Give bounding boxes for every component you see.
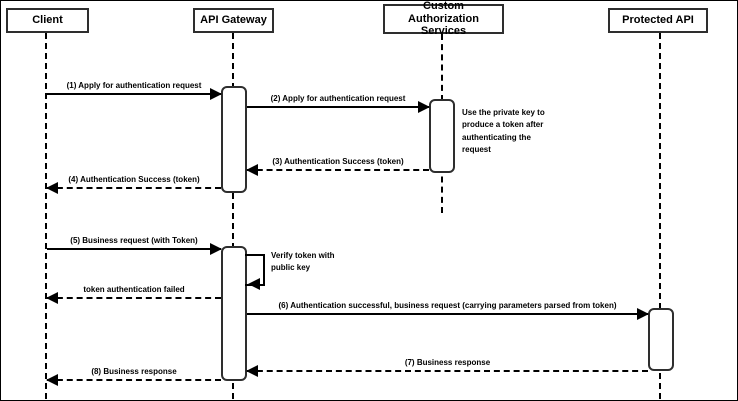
activation-protected-api <box>648 308 674 371</box>
arrowhead <box>246 365 258 377</box>
message-3-auth-success: (3) Authentication Success (token) <box>246 157 429 179</box>
arrowhead <box>637 308 649 320</box>
message-label: (3) Authentication Success (token) <box>272 157 404 166</box>
arrowhead <box>46 374 58 386</box>
arrowhead <box>418 101 430 113</box>
message-label: token authentication failed <box>83 285 185 294</box>
message-label: (2) Apply for authentication request <box>270 94 406 103</box>
lifeline-api-gateway <box>232 33 234 399</box>
message-line <box>247 106 429 108</box>
note-use-private-key: Use the private key to produce a token a… <box>462 108 545 155</box>
message-6-auth-successful-business-request: (6) Authentication successful, business … <box>247 301 649 323</box>
message-1-apply-auth: (1) Apply for authentication request <box>47 81 222 103</box>
actor-api-gateway: API Gateway <box>193 8 274 33</box>
message-label: (1) Apply for authentication request <box>66 81 202 90</box>
arrowhead <box>210 243 222 255</box>
message-line <box>247 169 429 171</box>
actor-client: Client <box>6 8 89 33</box>
message-label: (6) Authentication successful, business … <box>278 301 617 310</box>
actor-label: Protected API <box>622 14 694 27</box>
arrowhead <box>210 88 222 100</box>
message-line <box>47 187 221 189</box>
message-4-auth-success: (4) Authentication Success (token) <box>46 175 221 197</box>
message-label: (7) Business response <box>404 358 491 367</box>
arrowhead <box>248 278 260 290</box>
message-2-apply-auth: (2) Apply for authentication request <box>247 94 430 116</box>
arrowhead <box>46 292 58 304</box>
actor-label: Custom Authorization Services <box>408 0 479 38</box>
message-8-business-response: (8) Business response <box>46 367 221 389</box>
actor-label: API Gateway <box>200 14 267 27</box>
message-label: (5) Business request (with Token) <box>70 236 198 245</box>
activation-api-gateway-business <box>221 246 247 381</box>
activation-custom-authorization-services <box>429 99 455 173</box>
actor-protected-api: Protected API <box>608 8 708 33</box>
message-token-auth-failed: token authentication failed <box>46 285 221 307</box>
message-label: (4) Authentication Success (token) <box>68 175 200 184</box>
message-5-business-request: (5) Business request (with Token) <box>47 236 222 258</box>
message-label: (8) Business response <box>91 367 177 376</box>
lifeline-protected-api <box>659 33 661 399</box>
arrowhead <box>246 164 258 176</box>
activation-api-gateway-auth <box>221 86 247 193</box>
message-line <box>47 297 221 299</box>
arrowhead <box>46 182 58 194</box>
message-line <box>247 370 648 372</box>
lifeline-client <box>45 33 47 399</box>
message-7-business-response: (7) Business response <box>246 358 648 380</box>
message-line <box>247 313 648 315</box>
message-line <box>47 248 221 250</box>
actor-label: Client <box>32 14 63 27</box>
message-line <box>47 379 221 381</box>
actor-custom-authorization-services: Custom Authorization Services <box>383 1 504 37</box>
self-message-label: Verify token with public key <box>271 251 335 272</box>
message-line <box>47 93 221 95</box>
